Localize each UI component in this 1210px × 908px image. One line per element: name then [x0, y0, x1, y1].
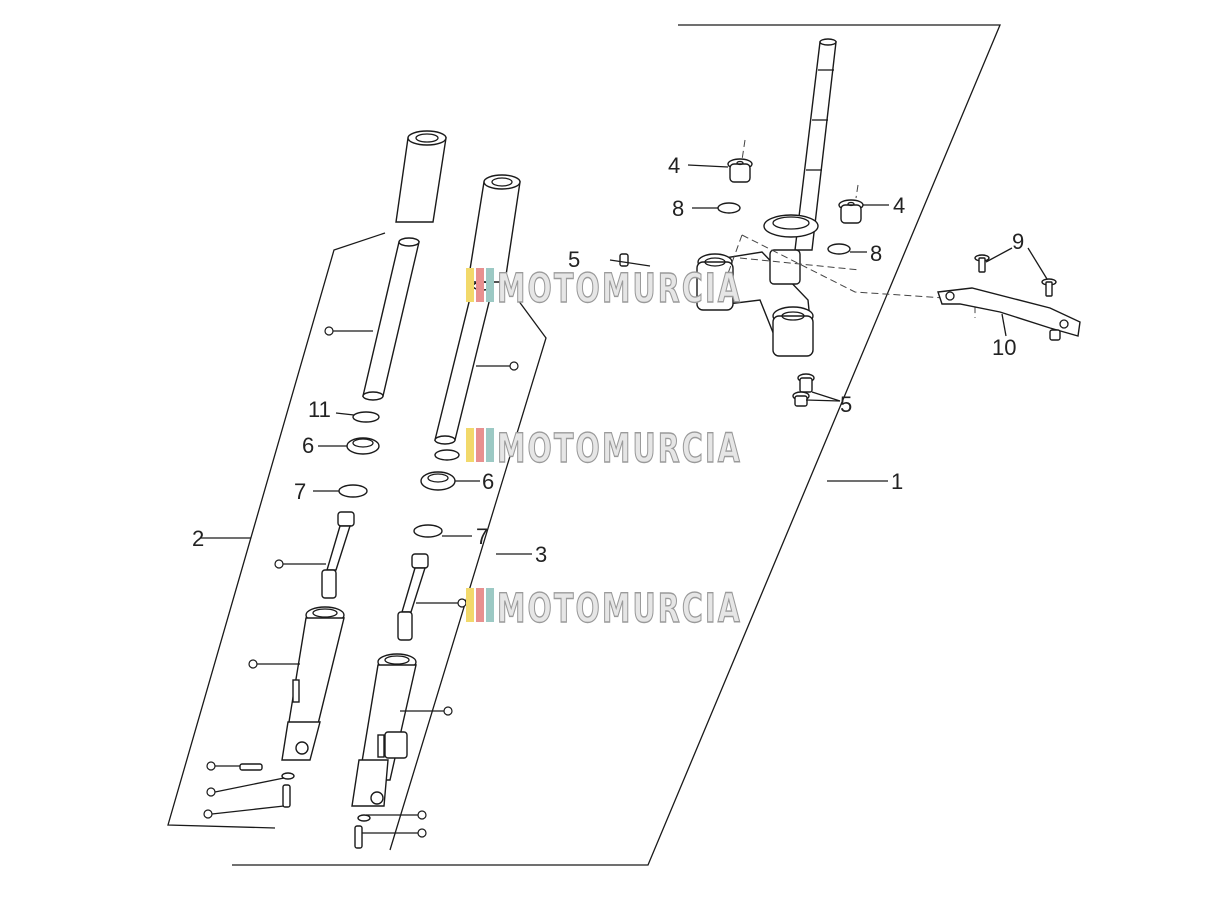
screw-9-right: [1041, 278, 1057, 297]
callout-11: 11: [308, 397, 331, 422]
callout-1: 1: [891, 469, 903, 494]
fork-leg-left: [203, 130, 447, 819]
watermark-text: MOTOMURCIA: [497, 266, 742, 312]
stanchion-tube-left: [362, 237, 420, 401]
damper-rod-right: [397, 553, 429, 641]
washer-right: [357, 814, 371, 822]
callout-4-right: 4: [893, 193, 905, 218]
bracket-10: [937, 287, 1081, 341]
dust-seal-right: [420, 471, 456, 491]
callout-leaders: [200, 164, 1048, 555]
bolt-5-upper: [609, 253, 651, 267]
watermark-stripe-yellow: [466, 268, 474, 302]
cover-tube-right: [467, 174, 521, 283]
o-ring-8-left: [717, 202, 741, 214]
watermark-stripe-red: [476, 268, 484, 302]
lower-slider-left: [281, 606, 345, 761]
o-ring-right: [434, 449, 460, 461]
o-ring-8-right: [827, 243, 851, 255]
callout-10: 10: [992, 335, 1016, 360]
callout-labels: 1 2 3 4 4 5 5 6 6 7 7 8 8 9 10 11: [192, 153, 1024, 567]
washer-left: [281, 772, 295, 780]
callout-5-upper: 5: [568, 247, 580, 272]
steering-stem-assembly: [696, 38, 976, 357]
bushing-4-right: [838, 199, 864, 224]
callout-7-left: 7: [294, 479, 306, 504]
callout-2: 2: [192, 526, 204, 551]
callout-7-right: 7: [476, 524, 488, 549]
lower-slider-right: [351, 653, 417, 807]
callout-3: 3: [535, 542, 547, 567]
callout-4-left: 4: [668, 153, 680, 178]
fork-leg-right: [351, 174, 521, 849]
snap-ring-left: [338, 484, 368, 498]
lower-triple-clamp: [696, 249, 814, 357]
callout-8-right: 8: [870, 241, 882, 266]
stanchion-tube-right: [434, 281, 494, 445]
callout-8-left: 8: [672, 196, 684, 221]
callout-6-left: 6: [302, 433, 314, 458]
snap-ring-right: [413, 524, 443, 538]
callout-9: 9: [1012, 229, 1024, 254]
cover-tube-left: [395, 130, 447, 223]
bolt-left-1: [239, 763, 263, 771]
callout-5-lower: 5: [840, 392, 852, 417]
bolt-5-lower-pair: [792, 373, 815, 407]
watermark-text: MOTOMURCIA: [497, 426, 742, 472]
callout-6-right: 6: [482, 469, 494, 494]
bolt-left-2: [282, 784, 291, 808]
watermark-2: MOTOMURCIA: [466, 425, 742, 473]
bushing-4-left: [727, 158, 753, 183]
screw-9-left: [974, 254, 990, 273]
bolt-right: [354, 825, 363, 849]
frame-group-1: [232, 24, 1001, 866]
watermark-text: MOTOMURCIA: [497, 586, 742, 632]
watermark-3: MOTOMURCIA: [466, 585, 742, 633]
stem-collar: [763, 214, 819, 238]
frame-group-3: [389, 299, 547, 851]
dust-seal-left: [346, 437, 380, 455]
watermark-stripe-teal: [486, 268, 494, 302]
o-ring-11: [352, 411, 380, 423]
damper-rod-left: [321, 511, 355, 599]
steering-stem-tube: [794, 38, 837, 251]
watermark-1: MOTOMURCIA: [466, 265, 742, 313]
